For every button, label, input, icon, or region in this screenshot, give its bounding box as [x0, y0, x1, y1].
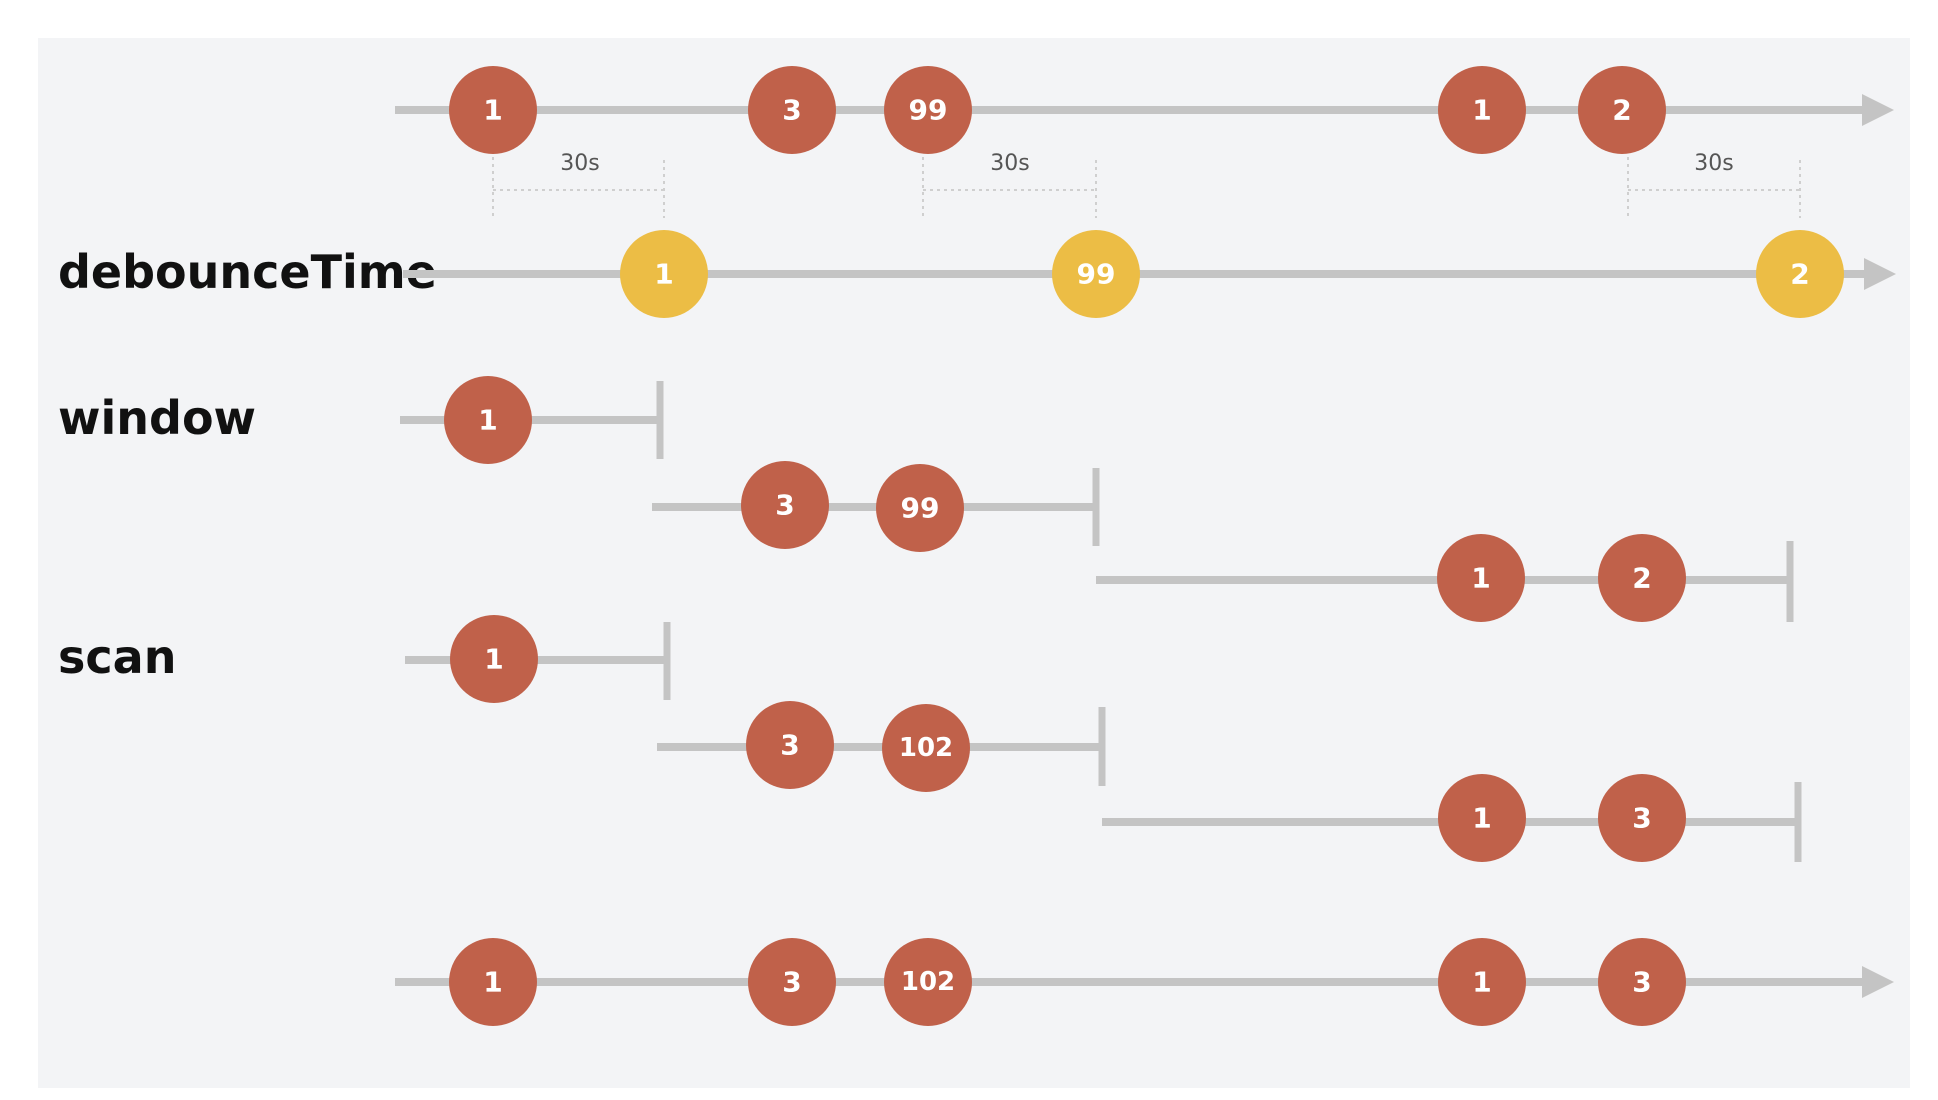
window-marble — [741, 461, 829, 549]
interval-label-1: 30s — [560, 151, 599, 176]
source-stream: 1 3 99 1 2 — [395, 66, 1894, 154]
scan-marble-value: 102 — [899, 733, 953, 763]
source-marble-value: 99 — [909, 94, 948, 127]
interval-label-2: 30s — [990, 151, 1029, 176]
source-marble — [748, 66, 836, 154]
result-marble — [1438, 938, 1526, 1026]
scan-marble-value: 3 — [1632, 802, 1651, 835]
scan-marble-value: 1 — [484, 643, 503, 676]
result-marble — [884, 938, 972, 1026]
source-marble-value: 1 — [483, 94, 502, 127]
window-marble — [876, 464, 964, 552]
scan-marble — [746, 701, 834, 789]
source-marble — [884, 66, 972, 154]
result-stream: 1 3 102 1 3 — [395, 938, 1894, 1026]
result-arrow-icon — [1862, 966, 1894, 998]
source-marble — [449, 66, 537, 154]
window-marble-value: 99 — [901, 492, 940, 525]
source-marble-value: 1 — [1472, 94, 1491, 127]
window-marble — [444, 376, 532, 464]
window-marble — [1598, 534, 1686, 622]
result-marble-value: 1 — [1472, 966, 1491, 999]
scan-stream-3: 1 3 — [1102, 774, 1802, 862]
scan-marble-value: 1 — [1472, 802, 1491, 835]
result-marble-value: 3 — [782, 966, 801, 999]
debounce-marble-value: 99 — [1077, 258, 1116, 291]
scan-stream-2: 3 102 — [657, 701, 1106, 792]
debounce-stream: 1 99 2 — [403, 230, 1896, 318]
result-marble-value: 3 — [1632, 966, 1651, 999]
scan-label: scan — [58, 630, 176, 684]
window-marble-value: 1 — [1471, 562, 1490, 595]
result-marble — [748, 938, 836, 1026]
source-marble-value: 2 — [1612, 94, 1631, 127]
window-marble-value: 1 — [478, 404, 497, 437]
debounce-time-label: debounceTime — [58, 245, 437, 299]
scan-marble — [1598, 774, 1686, 862]
result-marble — [449, 938, 537, 1026]
debounce-marble — [1756, 230, 1844, 318]
scan-stream-1: 1 — [405, 615, 671, 703]
window-stream-3: 1 2 — [1096, 534, 1794, 622]
debounce-marble-value: 2 — [1790, 258, 1809, 291]
result-marble-value: 102 — [901, 967, 955, 997]
debounce-arrow-icon — [1864, 258, 1896, 290]
window-stream-1: 1 — [400, 376, 664, 464]
scan-marble — [450, 615, 538, 703]
window-marble-value: 2 — [1632, 562, 1651, 595]
result-marble-value: 1 — [483, 966, 502, 999]
scan-marble-value: 3 — [780, 729, 799, 762]
source-marble — [1438, 66, 1526, 154]
source-marble — [1578, 66, 1666, 154]
debounce-marble-value: 1 — [654, 258, 673, 291]
source-arrow-icon — [1862, 94, 1894, 126]
interval-guides — [492, 150, 1801, 218]
scan-marble — [882, 704, 970, 792]
diagram-panel — [38, 38, 1910, 1088]
window-marble — [1437, 534, 1525, 622]
window-stream-2: 3 99 — [652, 461, 1100, 552]
window-marble-value: 3 — [775, 489, 794, 522]
interval-label-3: 30s — [1694, 151, 1733, 176]
source-marble-value: 3 — [782, 94, 801, 127]
debounce-marble — [1052, 230, 1140, 318]
window-label: window — [58, 391, 256, 445]
scan-marble — [1438, 774, 1526, 862]
debounce-marble — [620, 230, 708, 318]
result-marble — [1598, 938, 1686, 1026]
